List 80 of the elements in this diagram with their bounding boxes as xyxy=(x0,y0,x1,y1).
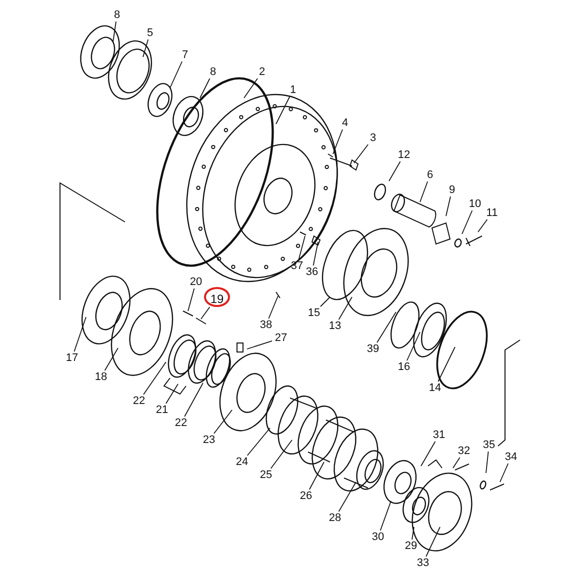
callout-number: 28 xyxy=(326,512,344,524)
leader-line xyxy=(420,441,436,466)
callout-number: 8 xyxy=(108,8,126,22)
callout-number: 16 xyxy=(395,360,413,374)
callout-number: 29 xyxy=(402,540,420,552)
leader-line xyxy=(214,410,232,434)
callout-number: 33 xyxy=(414,556,432,569)
callout-number: 26 xyxy=(297,490,315,502)
leader-line xyxy=(246,428,270,456)
leader-line xyxy=(388,161,401,182)
callout-number: 7 xyxy=(176,48,194,62)
callout-number: 5 xyxy=(141,26,159,40)
callout-number: 21 xyxy=(153,404,171,416)
leader-line xyxy=(320,296,330,307)
callout-number: 20 xyxy=(187,276,205,288)
callout-number: 17 xyxy=(63,352,81,364)
callout-number: 15 xyxy=(305,306,323,320)
callout-number: 8 xyxy=(204,66,222,78)
callout-number: 32 xyxy=(455,444,473,458)
leader-line xyxy=(244,78,258,98)
leader-line xyxy=(200,78,210,98)
callout-number: 24 xyxy=(233,456,251,468)
leader-line xyxy=(309,462,324,490)
leader-line xyxy=(200,306,210,320)
leader-line xyxy=(166,384,178,404)
callout-number: 39 xyxy=(364,342,382,356)
leader-line xyxy=(406,332,420,361)
callout-number: 12 xyxy=(395,148,413,162)
callout-number: 30 xyxy=(369,530,387,544)
callout-number: 6 xyxy=(421,168,439,182)
leader-line xyxy=(420,181,428,202)
leader-line xyxy=(486,451,489,474)
callout-number: 2 xyxy=(253,66,271,78)
leader-line xyxy=(298,236,306,260)
leader-line xyxy=(500,463,509,482)
leader-line xyxy=(104,348,118,371)
leader-line xyxy=(338,482,356,512)
callout-number: 22 xyxy=(130,394,148,408)
callout-number: 34 xyxy=(502,450,520,464)
leader-line xyxy=(462,210,473,234)
leader-line xyxy=(354,144,368,164)
callout-number: 37 xyxy=(288,260,306,272)
callout-number: 14 xyxy=(426,382,444,394)
leader-line xyxy=(312,242,318,266)
leader-line xyxy=(184,382,204,417)
callout-number: 1 xyxy=(284,84,302,96)
leader-line xyxy=(270,440,292,469)
callout-number: 13 xyxy=(326,320,344,332)
leader-line xyxy=(380,500,392,531)
callout-number: 36 xyxy=(303,266,321,278)
leader-line xyxy=(143,362,166,395)
callout-number: 18 xyxy=(92,370,110,384)
callout-number: 25 xyxy=(257,468,275,482)
leader-line xyxy=(446,196,451,216)
leader-line xyxy=(188,288,195,312)
callout-number: 22 xyxy=(172,416,190,430)
leader-line xyxy=(112,21,116,42)
callout-number: 38 xyxy=(257,318,275,332)
leader-line xyxy=(412,526,414,540)
leader-line xyxy=(170,61,182,88)
leader-line xyxy=(438,346,456,382)
callout-number: 4 xyxy=(336,116,354,130)
callout-number: 10 xyxy=(466,198,484,210)
callout-number: 23 xyxy=(200,434,218,446)
callout-number: 27 xyxy=(272,332,290,344)
leader-line xyxy=(246,340,272,350)
leader-line xyxy=(74,316,86,352)
callout-number: 19 xyxy=(204,287,230,307)
callout-number: 9 xyxy=(443,184,461,196)
callout-number: 3 xyxy=(364,132,382,144)
leader-line xyxy=(478,219,488,232)
callout-number: 11 xyxy=(483,206,501,220)
callout-number: 35 xyxy=(480,438,498,452)
leader-line xyxy=(142,39,149,58)
callout-number: 31 xyxy=(430,428,448,442)
leader-line xyxy=(452,457,460,468)
leader-line xyxy=(268,296,278,319)
leader-line xyxy=(376,312,396,343)
leader-line xyxy=(338,296,352,320)
leader-line xyxy=(332,129,343,154)
